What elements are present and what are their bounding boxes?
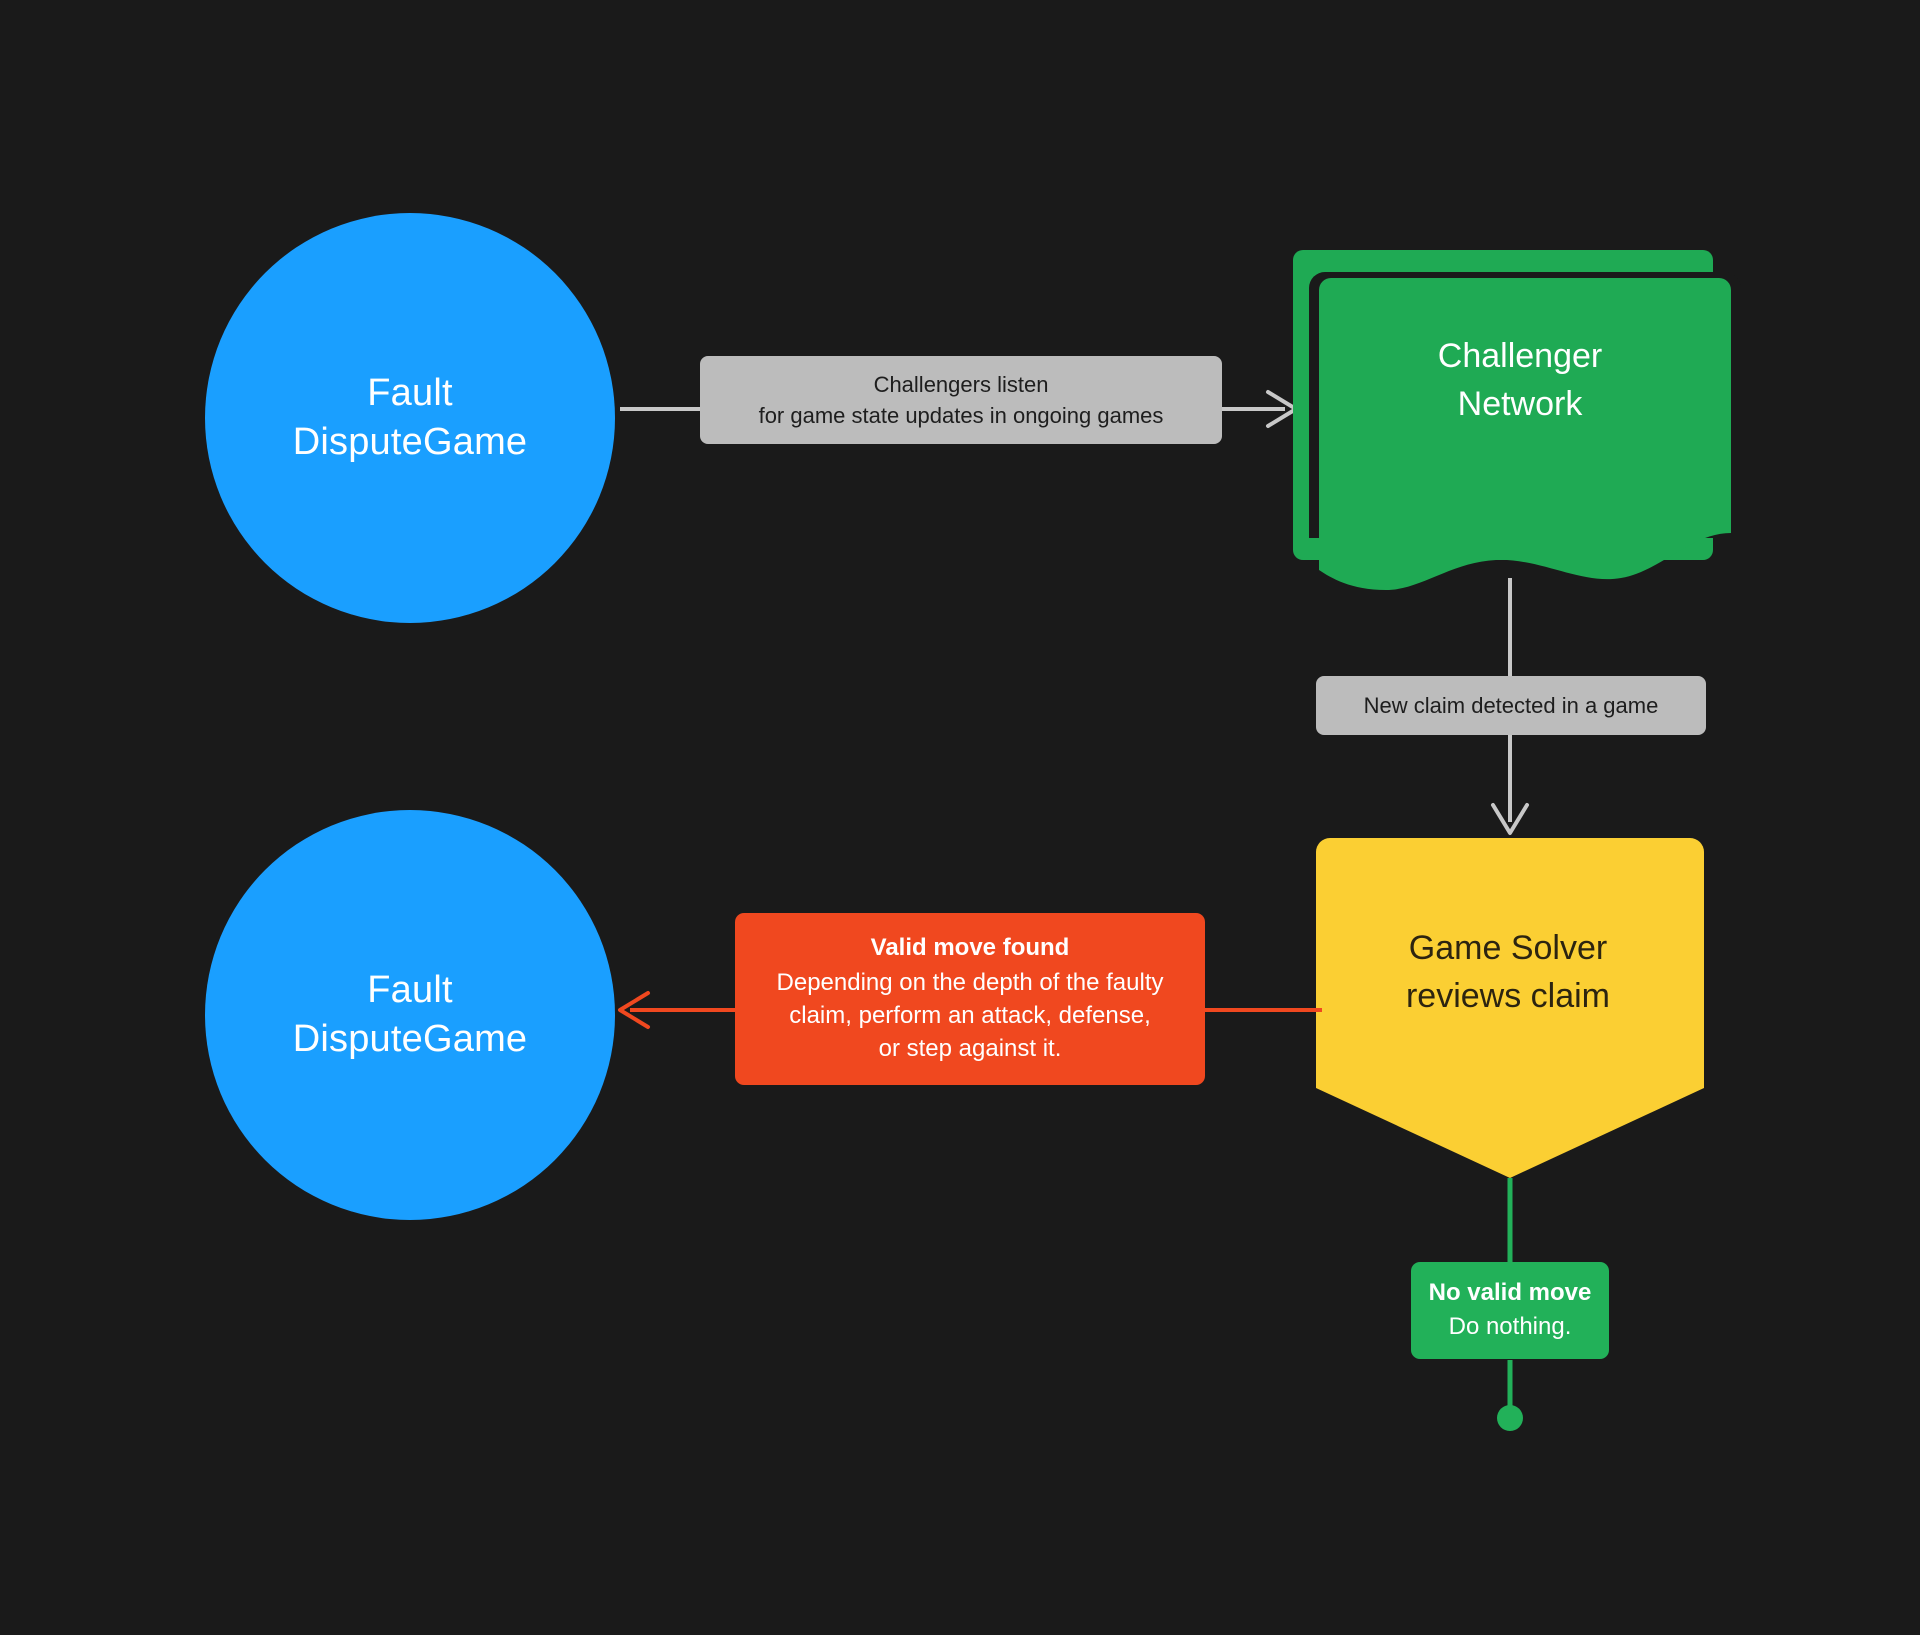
node-fault-dispute-game-top[interactable]: Fault DisputeGame	[205, 213, 615, 623]
node-game-solver-label[interactable]: Game Solver reviews claim	[1318, 925, 1698, 1020]
edge-label-valid-move-found[interactable]: Valid move found Depending on the depth …	[735, 913, 1205, 1086]
edge-label-line1: Depending on the depth of the faulty	[776, 969, 1164, 997]
edge-label-line1: Do nothing.	[1448, 1312, 1572, 1340]
edge-label-line1: New claim detected in a game	[1363, 693, 1659, 718]
node-label-line1: Fault	[367, 372, 453, 415]
node-label-line1: Challenger	[1437, 337, 1603, 375]
node-challenger-network-label[interactable]: Challenger Network	[1330, 333, 1710, 428]
edge-label-line2: for game state updates in ongoing games	[758, 403, 1164, 429]
edge-label-challengers-listen[interactable]: Challengers listen for game state update…	[700, 356, 1222, 445]
arrowhead-to-game-solver	[1491, 803, 1529, 835]
node-label-line2: DisputeGame	[292, 421, 528, 463]
arrowhead-to-challenger	[1266, 390, 1298, 428]
arrowhead-to-faultgame-bottom	[618, 991, 650, 1029]
edge-label-heading: Valid move found	[870, 934, 1070, 961]
edge-label-no-valid-move[interactable]: No valid move Do nothing.	[1411, 1262, 1609, 1360]
node-label-line2: DisputeGame	[292, 1018, 528, 1060]
edge-label-line3: or step against it.	[878, 1035, 1062, 1063]
challenger-network-front-sheet	[1319, 278, 1731, 590]
edge-label-new-claim[interactable]: New claim detected in a game	[1316, 676, 1706, 736]
node-label-line2: reviews claim	[1405, 976, 1611, 1015]
flow-terminator-dot	[1497, 1405, 1523, 1431]
node-fault-dispute-game-bottom[interactable]: Fault DisputeGame	[205, 810, 615, 1220]
edge-label-line2: claim, perform an attack, defense,	[789, 1002, 1151, 1030]
node-label-line1: Fault	[367, 969, 453, 1012]
edge-label-line1: Challengers listen	[873, 372, 1049, 397]
node-label-line1: Game Solver	[1408, 929, 1608, 967]
node-label-line2: Network	[1457, 384, 1583, 423]
edge-label-heading: No valid move	[1428, 1279, 1592, 1306]
